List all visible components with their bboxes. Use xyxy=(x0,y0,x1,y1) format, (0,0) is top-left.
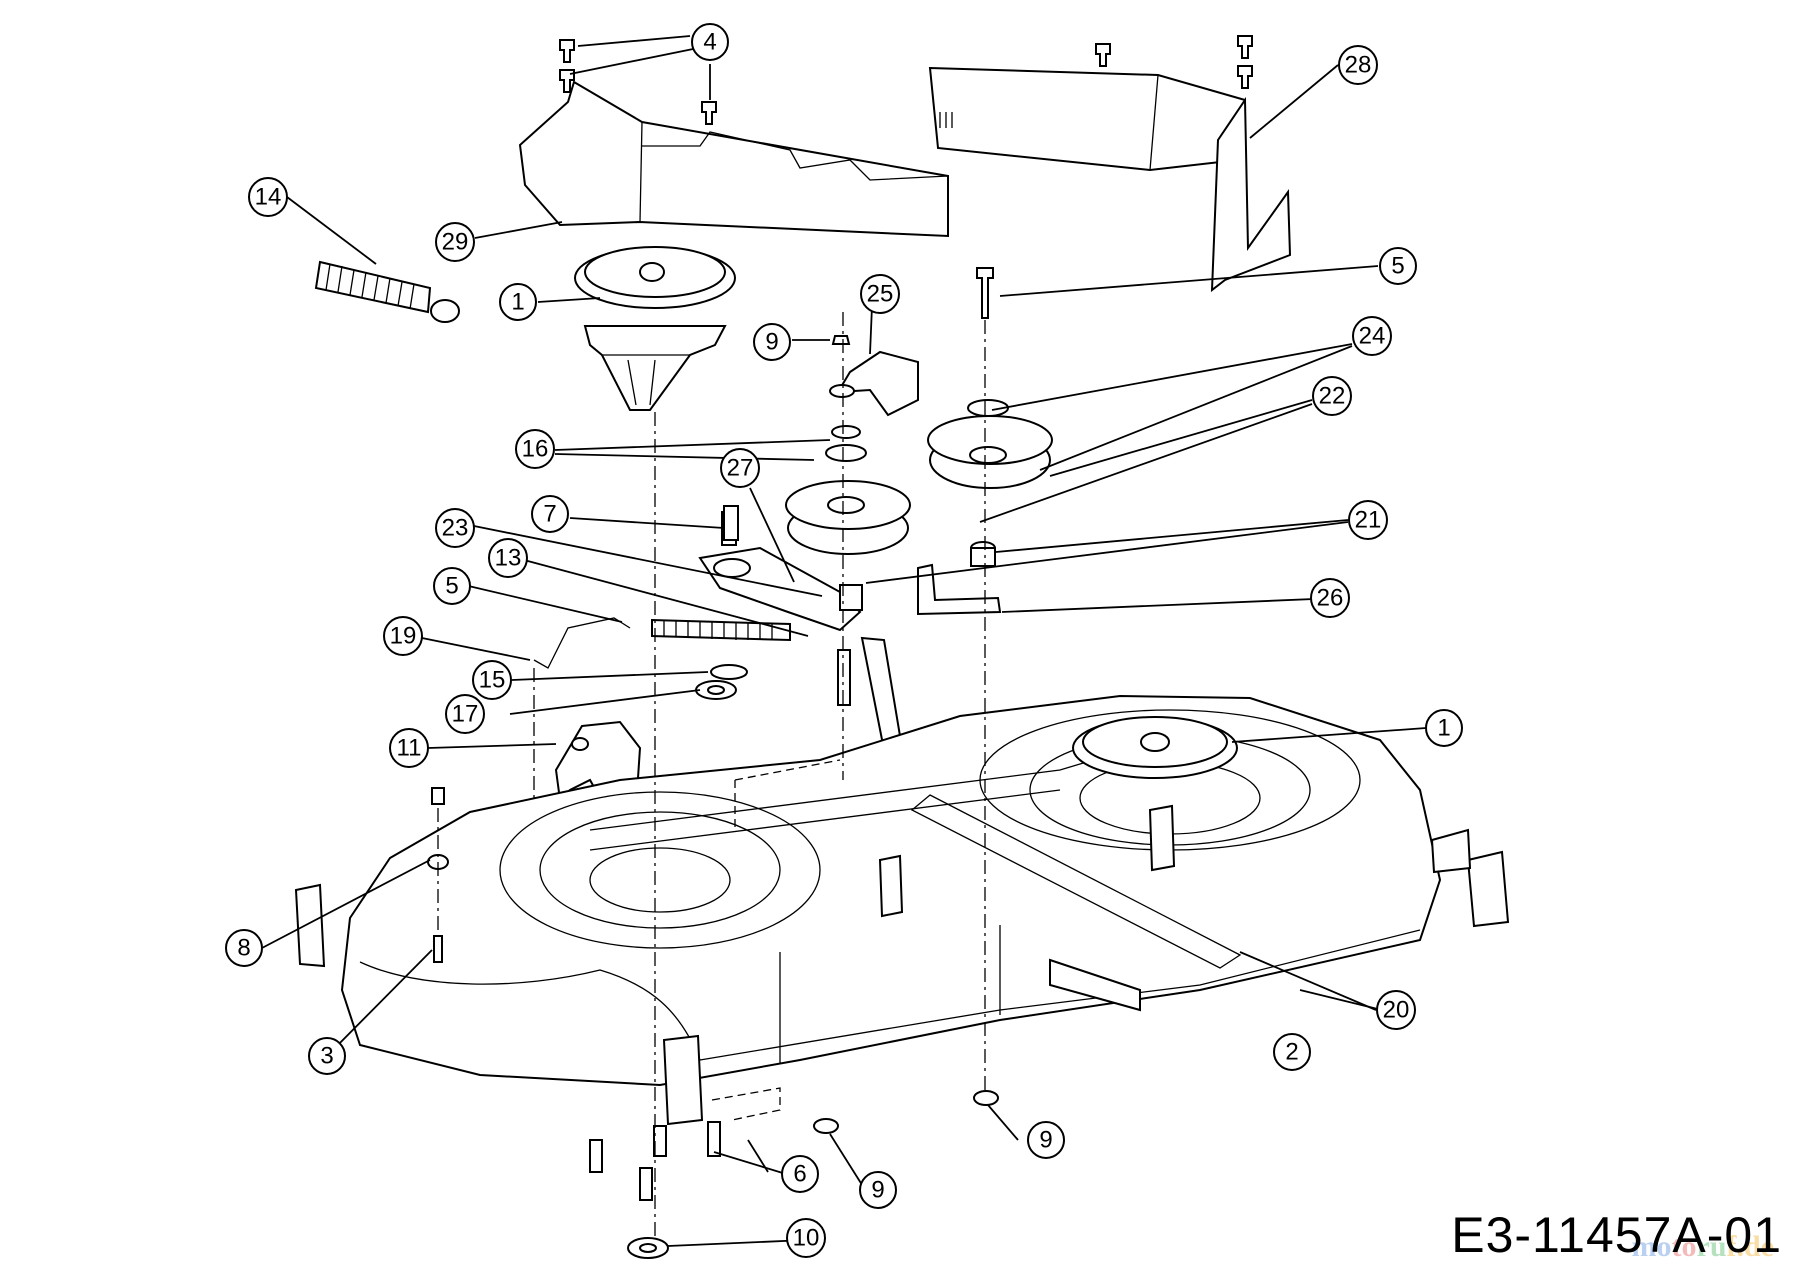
svg-text:5: 5 xyxy=(445,573,458,600)
svg-text:21: 21 xyxy=(1355,507,1382,534)
svg-text:13: 13 xyxy=(495,545,522,572)
callout-5-top: 5 xyxy=(1379,247,1417,285)
svg-text:25: 25 xyxy=(867,281,894,308)
svg-text:19: 19 xyxy=(390,623,417,650)
callout-9-bottom: 9 xyxy=(859,1171,897,1209)
svg-text:2: 2 xyxy=(1285,1039,1298,1066)
callout-25: 25 xyxy=(860,274,900,314)
spindle-assembly-left xyxy=(574,246,736,411)
callouts: 4 28 14 29 5 1 25 24 9 22 16 27 7 21 23 … xyxy=(225,23,1463,1258)
callout-16: 16 xyxy=(515,429,555,469)
svg-text:29: 29 xyxy=(442,229,469,256)
drawing-number: E3-11457A-01 xyxy=(1451,1207,1782,1263)
svg-text:22: 22 xyxy=(1319,383,1346,410)
callout-15: 15 xyxy=(472,660,512,700)
svg-text:8: 8 xyxy=(237,935,250,962)
callout-24: 24 xyxy=(1352,316,1392,356)
svg-text:7: 7 xyxy=(543,501,556,528)
svg-text:1: 1 xyxy=(1437,715,1450,742)
svg-text:16: 16 xyxy=(522,436,549,463)
callout-9-right: 9 xyxy=(1027,1121,1065,1159)
svg-text:1: 1 xyxy=(511,289,524,316)
callout-2: 2 xyxy=(1273,1033,1311,1071)
watermark-part: to xyxy=(1671,1230,1697,1263)
callout-22: 22 xyxy=(1312,376,1352,416)
svg-text:15: 15 xyxy=(479,667,506,694)
bushing-20-and-bracket-26 xyxy=(917,541,1002,616)
callout-11: 11 xyxy=(389,728,429,768)
callout-4: 4 xyxy=(691,23,729,61)
callout-23: 23 xyxy=(435,508,475,548)
assembly-lines xyxy=(437,312,986,1240)
mower-deck xyxy=(294,694,1510,1126)
washers-15-17 xyxy=(695,664,748,700)
svg-text:3: 3 xyxy=(320,1043,333,1070)
svg-text:9: 9 xyxy=(1039,1127,1052,1154)
watermark-part: ru xyxy=(1696,1230,1727,1263)
callout-29: 29 xyxy=(435,222,475,262)
svg-text:6: 6 xyxy=(793,1161,806,1188)
idler-pulley-upper xyxy=(927,399,1053,489)
svg-text:24: 24 xyxy=(1359,323,1386,350)
spring-13 xyxy=(651,618,791,642)
rod-19 xyxy=(533,617,631,669)
svg-text:5: 5 xyxy=(1391,253,1404,280)
svg-text:9: 9 xyxy=(765,329,778,356)
belt-cover-left xyxy=(518,80,949,238)
idler-pulley-lower xyxy=(785,425,911,555)
callout-8: 8 xyxy=(225,929,263,967)
hardware xyxy=(427,35,1253,1259)
bracket-25 xyxy=(829,335,919,417)
callout-13: 13 xyxy=(488,538,528,578)
spring-14 xyxy=(314,260,460,323)
callout-1-top: 1 xyxy=(499,283,537,321)
leader-lines xyxy=(261,35,1427,1247)
callout-17: 17 xyxy=(445,694,485,734)
callout-1-right: 1 xyxy=(1425,709,1463,747)
callout-6: 6 xyxy=(781,1155,819,1193)
callout-5-mid: 5 xyxy=(433,567,471,605)
callout-9-top: 9 xyxy=(753,323,791,361)
callout-14: 14 xyxy=(248,177,288,217)
svg-text:4: 4 xyxy=(703,29,716,56)
svg-text:10: 10 xyxy=(793,1225,820,1252)
svg-text:17: 17 xyxy=(452,701,479,728)
svg-text:14: 14 xyxy=(255,184,282,211)
svg-text:11: 11 xyxy=(397,735,422,762)
callout-28: 28 xyxy=(1338,45,1378,85)
callout-27: 27 xyxy=(720,448,760,488)
callout-3: 3 xyxy=(308,1037,346,1075)
svg-text:20: 20 xyxy=(1383,997,1410,1024)
belt-cover-right xyxy=(928,66,1292,293)
callout-26: 26 xyxy=(1310,578,1350,618)
watermark-logo: motoruf.de xyxy=(1632,1230,1775,1264)
idler-arm-23 xyxy=(698,511,863,632)
watermark-part: f.de xyxy=(1726,1230,1775,1263)
callout-10: 10 xyxy=(786,1218,826,1258)
callout-7: 7 xyxy=(531,495,569,533)
callout-20: 21 xyxy=(1348,500,1388,540)
svg-text:28: 28 xyxy=(1345,52,1372,79)
svg-text:23: 23 xyxy=(442,515,469,542)
callout-19: 19 xyxy=(383,616,423,656)
svg-text:9: 9 xyxy=(871,1177,884,1204)
watermark-part: mo xyxy=(1631,1230,1672,1263)
callout-21: 20 xyxy=(1376,990,1416,1030)
svg-text:26: 26 xyxy=(1317,585,1344,612)
svg-text:27: 27 xyxy=(727,455,754,482)
